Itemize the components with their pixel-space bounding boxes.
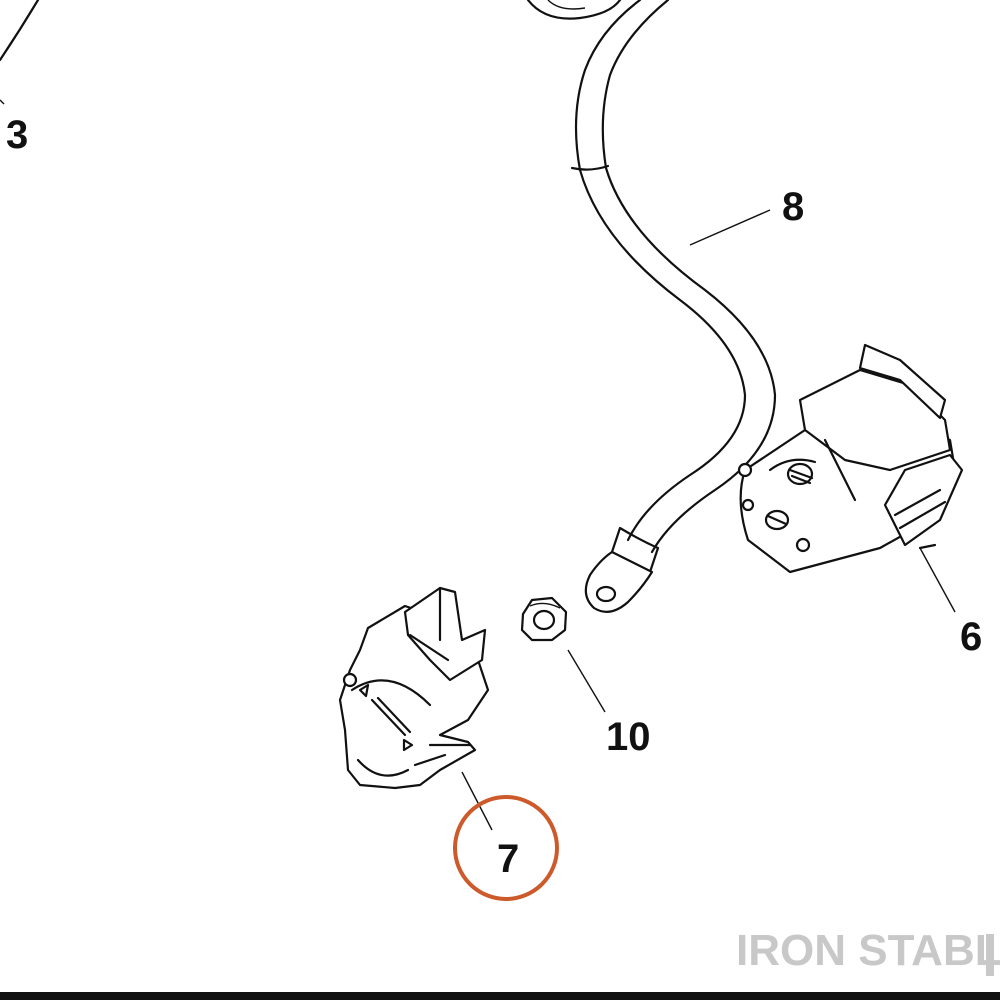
leader-10 xyxy=(567,649,606,713)
callout-6: 6 xyxy=(960,615,982,659)
callout-10: 10 xyxy=(606,715,651,759)
leader-6 xyxy=(919,547,956,613)
battery-cable xyxy=(570,0,777,613)
callout-8: 8 xyxy=(782,185,804,229)
leader-8 xyxy=(689,209,771,246)
switch-housing xyxy=(338,586,490,790)
callout-3: 3 xyxy=(6,113,28,157)
highlight-circle-7 xyxy=(453,795,559,901)
part-3-partial xyxy=(0,0,40,105)
starter-solenoid xyxy=(737,343,964,574)
callout-7: 7 xyxy=(497,837,519,881)
leader-7 xyxy=(461,771,493,831)
watermark-text: IRON STABLE xyxy=(736,926,1000,975)
top-connector-partial xyxy=(526,0,622,20)
hex-nut xyxy=(520,596,568,642)
bottom-border xyxy=(0,992,1000,1000)
watermark-bar xyxy=(986,934,994,976)
